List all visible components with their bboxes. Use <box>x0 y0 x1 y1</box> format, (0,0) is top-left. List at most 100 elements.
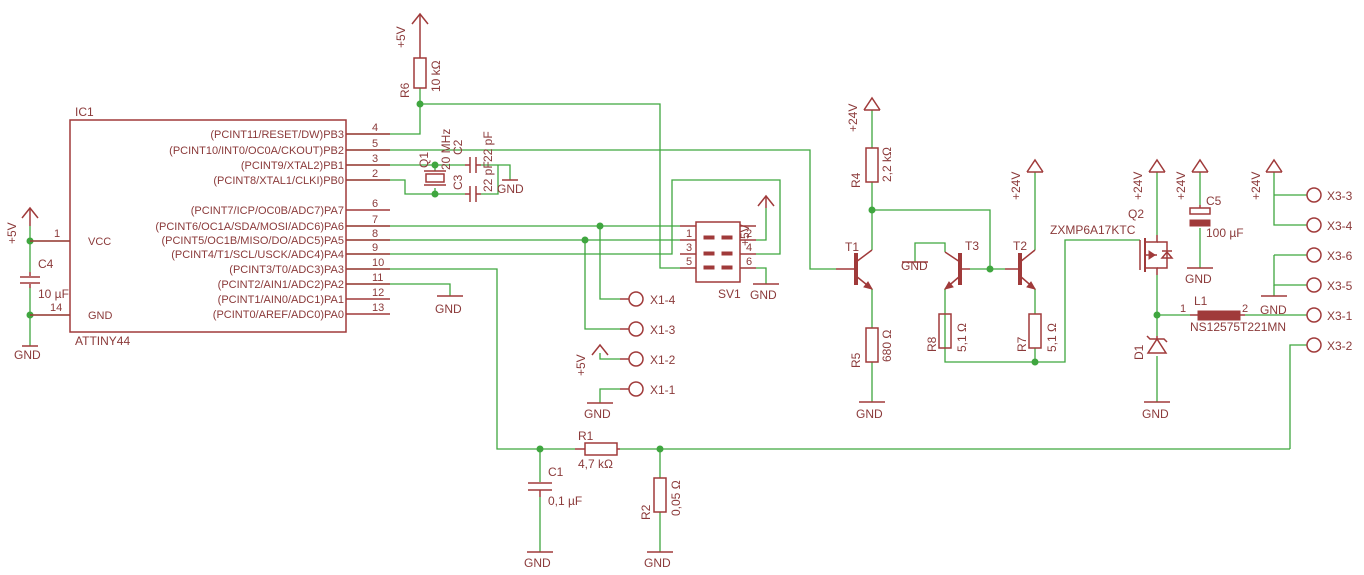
q1-ref: Q1 <box>417 152 431 168</box>
resistor-r2: R2 0,05 Ω <box>639 477 683 520</box>
x3-label: X3-2 <box>1327 339 1353 353</box>
x3-label: X3-3 <box>1327 189 1353 203</box>
resistor-r1: R1 4,7 kΩ <box>575 429 620 471</box>
supply-5v-sv1: +5V <box>738 194 775 246</box>
l1-value: NS12575T221MN <box>1190 320 1286 334</box>
gnd-r2: GND <box>644 551 673 570</box>
gnd-label: GND <box>497 182 524 196</box>
c2-value: 22 pF <box>481 131 495 162</box>
ic1-gnd-label: GND <box>88 310 113 322</box>
x3-label: X3-6 <box>1327 249 1353 263</box>
r6-ref: R6 <box>398 82 412 98</box>
r7-ref: R7 <box>1015 336 1029 352</box>
supply-label: +5V <box>394 26 408 48</box>
c5-ref: C5 <box>1206 194 1222 208</box>
header-sv1: 1 2 3 4 5 6 SV1 <box>680 221 756 301</box>
gnd-label: GND <box>584 407 611 421</box>
resistor-r8: R8 5,1 Ω <box>925 313 969 352</box>
capacitor-c2: C2 22 pF <box>451 131 495 173</box>
supply-label: +24V <box>1174 172 1188 200</box>
connector-x1: X1-4 X1-3 X1-2 X1-1 <box>620 291 676 397</box>
gnd-label: GND <box>524 556 551 570</box>
r2-value: 0,05 Ω <box>669 480 683 516</box>
d1-ref: D1 <box>1132 344 1146 360</box>
transistor-t2: T2 <box>1005 239 1037 290</box>
l1-ref: L1 <box>1194 294 1208 308</box>
gnd-label: GND <box>435 302 462 316</box>
q1-value: 20 MHz <box>439 129 453 170</box>
x3-label: X3-1 <box>1327 309 1353 323</box>
gnd-label: GND <box>856 407 883 421</box>
gnd-label: GND <box>901 259 928 273</box>
ic1-pin-num: 12 <box>372 287 384 299</box>
ic1-pin-name: (PCINT2/AIN1/ADC2)PA2 <box>218 279 344 291</box>
ic1-ref: IC1 <box>75 105 94 119</box>
transistor-t3: T3 <box>943 239 979 290</box>
r7-value: 5,1 Ω <box>1045 323 1059 352</box>
ic1-pin-label: 14 <box>50 302 62 314</box>
supply-label: +24V <box>1249 172 1263 200</box>
x1-label: X1-2 <box>650 353 676 367</box>
ic1-pin-name: (PCINT5/OC1B/MISO/DO/ADC5)PA5 <box>161 235 344 247</box>
sv1-pin: 6 <box>746 256 752 268</box>
supply-5v-r6: +5V <box>394 12 429 58</box>
gnd-c5: GND <box>1185 267 1213 286</box>
ic1-pin-name: (PCINT3/T0/ADC3)PA3 <box>229 264 344 276</box>
connector-x3: X3-3 X3-4 X3-6 X3-5 X3-1 X3-2 <box>1306 187 1353 353</box>
gnd-r5: GND <box>856 401 885 421</box>
ic1-pin-name: (PCINT1/AIN0/ADC1)PA1 <box>218 294 344 306</box>
ic1-pin-num: 4 <box>372 122 378 134</box>
capacitor-c1: C1 0,1 µF <box>528 465 582 508</box>
ic1-pin-num: 7 <box>372 214 378 226</box>
capacitor-c3: C3 22 pF <box>451 161 495 202</box>
x3-label: X3-5 <box>1327 279 1353 293</box>
supply-24v-t1: +24V <box>846 96 881 132</box>
supply-24v-q2: +24V <box>1131 158 1166 200</box>
junctions <box>26 100 1161 453</box>
crystal-q1: Q1 20 MHz <box>417 129 453 186</box>
supply-label: +5V <box>5 222 19 244</box>
ic1-pin-name: (PCINT4/T1/SCL/USCK/ADC4)PA4 <box>171 249 344 261</box>
gnd-label: GND <box>14 348 41 362</box>
ic1-pin-label: 1 <box>54 228 60 240</box>
wires <box>29 88 1307 552</box>
supply-5v-x1: +5V <box>574 343 609 376</box>
supply-24v-x3: +24V <box>1249 158 1283 200</box>
inductor-l1: 1 2 L1 NS12575T221MN <box>1180 294 1286 334</box>
c1-value: 0,1 µF <box>548 494 582 508</box>
q2-value: ZXMP6A17KTC <box>1050 223 1136 237</box>
q2-ref: Q2 <box>1128 207 1144 221</box>
ic1-pin-num: 2 <box>372 168 378 180</box>
capacitor-c4: C4 10 µF <box>20 257 69 301</box>
gnd-x3: GND <box>1260 295 1287 317</box>
mosfet-q2: Q2 ZXMP6A17KTC <box>1050 207 1174 275</box>
ic1-pin-name: (PCINT9/XTAL2)PB1 <box>241 160 344 172</box>
t1-ref: T1 <box>845 240 859 254</box>
ic1-vcc-label: VCC <box>88 236 111 248</box>
supply-label: +24V <box>1009 172 1023 200</box>
r5-value: 680 Ω <box>880 330 894 362</box>
r8-value: 5,1 Ω <box>955 323 969 352</box>
resistor-r5: R5 680 Ω <box>849 327 894 368</box>
ic1-pin-num: 13 <box>372 302 384 314</box>
c3-ref: C3 <box>451 174 465 190</box>
c1-ref: C1 <box>548 465 564 479</box>
power-symbols: +5V GND +5V GND GND +5V GND +5V <box>5 12 1287 570</box>
gnd-c1: GND <box>524 551 553 570</box>
ic1-pin-name: (PCINT6/OC1A/SDA/MOSI/ADC6)PA6 <box>155 221 344 233</box>
supply-24v-t2: +24V <box>1009 158 1044 200</box>
transistor-t1: T1 <box>836 240 874 290</box>
r8-ref: R8 <box>925 336 939 352</box>
ic1-value: ATTINY44 <box>75 334 130 348</box>
gnd-label: GND <box>1260 303 1287 317</box>
ic1-pin-num: 3 <box>372 153 378 165</box>
gnd-label: GND <box>750 288 777 302</box>
x3-label: X3-4 <box>1327 219 1353 233</box>
gnd-label: GND <box>1185 272 1212 286</box>
ic1-pin-num: 5 <box>372 138 378 150</box>
resistor-r4: R4 2,2 kΩ <box>849 147 894 188</box>
resistor-r6: R6 10 kΩ <box>398 57 443 98</box>
c2-ref: C2 <box>451 139 465 155</box>
gnd-label: GND <box>644 556 671 570</box>
t2-ref: T2 <box>1013 239 1027 253</box>
